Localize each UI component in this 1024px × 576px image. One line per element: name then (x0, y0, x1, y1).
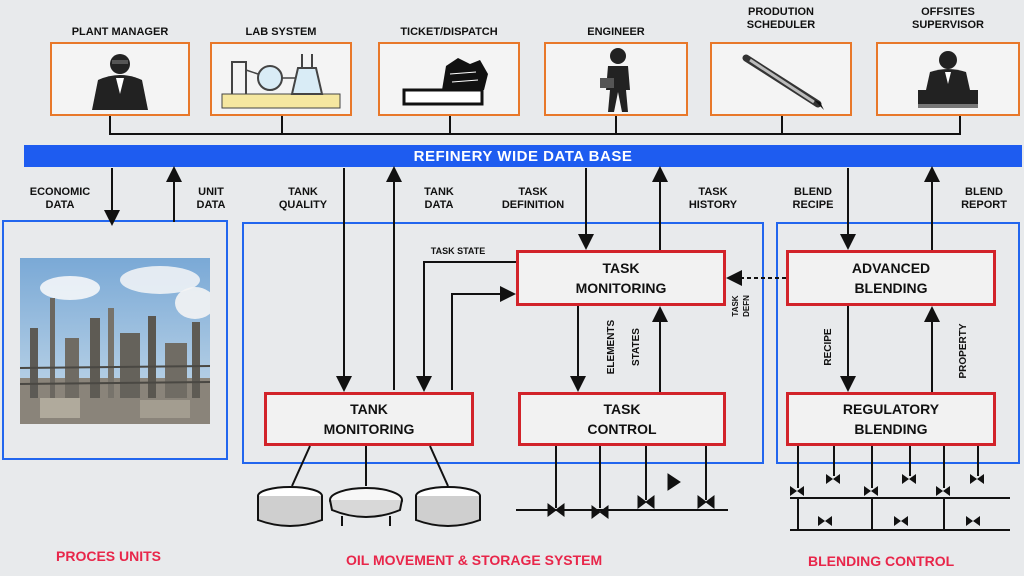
valve-icon (790, 486, 804, 496)
label-blend-report: BLEND REPORT (961, 186, 1007, 211)
storage-tank (415, 486, 481, 527)
label-property: PROPERTY (958, 323, 969, 379)
regulatory-blending-label: REGULATORY BLENDING (842, 401, 940, 437)
role-box-offsites-supervisor (876, 42, 1020, 116)
label-tank-data: TANK DATA (424, 186, 454, 211)
valve-icon (902, 474, 916, 484)
role-label-scheduler: PRODUTION SCHEDULER (746, 6, 816, 31)
role-box-plant-manager (50, 42, 190, 116)
task-monitoring-label: TASK MONITORING (575, 260, 667, 296)
valve-icon (894, 516, 908, 526)
label-task-state: TASK STATE (430, 246, 486, 256)
valve-icon (637, 495, 655, 509)
role-label-plant-manager: PLANT MANAGER (71, 26, 169, 38)
section-oil-movement: OIL MOVEMENT & STORAGE SYSTEM (346, 552, 603, 568)
role-label-engineer: ENGINEER (587, 26, 645, 38)
valve-icon (818, 516, 832, 526)
storage-tanks (257, 486, 481, 527)
role-box-ticket-dispatch (378, 42, 520, 116)
valve-icon (547, 503, 565, 517)
manager-figure-icon (92, 54, 148, 110)
role-box-engineer (544, 42, 688, 116)
blending-valves (790, 474, 984, 526)
valve-icon (864, 486, 878, 496)
label-elements: ELEMENTS (606, 319, 617, 375)
storage-tank (329, 487, 403, 526)
blending-control-group (776, 222, 1020, 464)
label-task-defn: TASK DEFN (731, 295, 751, 317)
control-valves (547, 473, 715, 519)
valve-icon (667, 473, 681, 491)
label-tank-quality: TANK QUALITY (278, 186, 328, 211)
tank-monitoring-label: TANK MONITORING (323, 401, 415, 437)
valve-icon (936, 486, 950, 496)
advanced-blending-label: ADVANCED BLENDING (851, 260, 931, 296)
label-recipe: RECIPE (823, 328, 834, 366)
role-label-offsites-supervisor: OFFSITES SUPERVISOR (912, 6, 984, 31)
role-box-lab-system (210, 42, 352, 116)
tank-monitoring-box: TANK MONITORING (264, 392, 474, 446)
valve-icon (826, 474, 840, 484)
label-task-definition: TASK DEFINITION (501, 186, 565, 211)
valve-icon (970, 474, 984, 484)
section-process-units: PROCES UNITS (56, 548, 162, 564)
label-task-history: TASK HISTORY (688, 186, 738, 211)
task-monitoring-box: TASK MONITORING (516, 250, 726, 306)
valve-icon (966, 516, 980, 526)
role-label-lab-system: LAB SYSTEM (245, 26, 317, 38)
supervisor-figure-icon (918, 51, 978, 108)
engineer-figure-icon (600, 48, 630, 112)
valve-icon (591, 505, 609, 519)
valve-icon (697, 495, 715, 509)
lab-equipment-icon (221, 54, 341, 109)
advanced-blending-box: ADVANCED BLENDING (786, 250, 996, 306)
label-states: STATES (631, 328, 642, 366)
pen-icon (742, 54, 824, 110)
refinery-photo (20, 258, 210, 424)
role-box-scheduler (710, 42, 852, 116)
role-label-ticket-dispatch: TICKET/DISPATCH (400, 26, 498, 38)
dispatch-printer-icon (402, 58, 488, 106)
section-blending-control: BLENDING CONTROL (808, 553, 955, 569)
storage-tank (257, 486, 323, 527)
database-label: REFINERY WIDE DATA BASE (413, 147, 633, 165)
label-economic-data: ECONOMIC DATA (29, 186, 91, 211)
task-control-label: TASK CONTROL (587, 401, 657, 437)
oil-movement-group (242, 222, 764, 464)
label-unit-data: UNIT DATA (196, 186, 226, 211)
refinery-database-bar: REFINERY WIDE DATA BASE (24, 145, 1022, 167)
label-blend-recipe: BLEND RECIPE (792, 186, 834, 211)
task-control-box: TASK CONTROL (518, 392, 726, 446)
regulatory-blending-box: REGULATORY BLENDING (786, 392, 996, 446)
